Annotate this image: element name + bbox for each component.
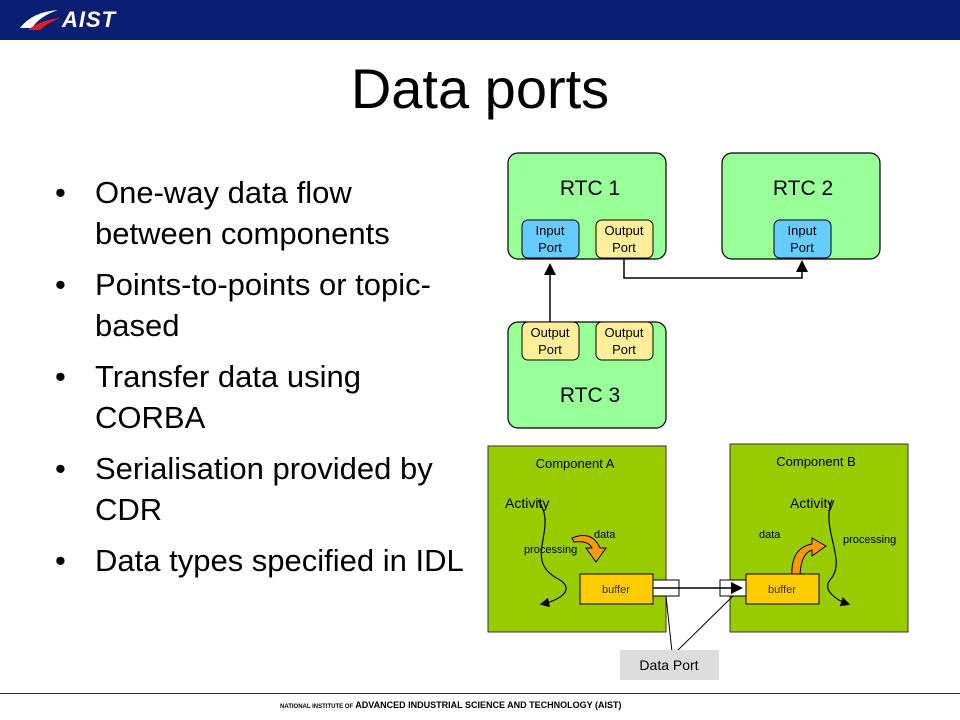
svg-text:Data Port: Data Port — [639, 657, 698, 673]
component-b-box: Component B Activity data processing buf… — [729, 443, 909, 633]
buffer-b: buffer — [745, 573, 820, 605]
rtc1-box: RTC 1 Input Port Output Port — [507, 152, 667, 260]
activity-curve-b — [827, 499, 851, 607]
data-arrow-a-icon — [571, 535, 607, 563]
svg-text:Output: Output — [604, 223, 643, 238]
header-bar: AIST — [0, 0, 960, 40]
aist-logo-icon — [20, 10, 60, 30]
rtc3-label: RTC 3 — [560, 384, 620, 407]
data-port-connection — [652, 579, 747, 653]
svg-text:buffer: buffer — [602, 584, 630, 596]
bullet-item: Transfer data using CORBA — [55, 356, 475, 438]
rtc3-output-port-1: Output Port — [521, 321, 580, 361]
footer-text: NATIONAL INSTITUTE OF ADVANCED INDUSTRIA… — [280, 700, 621, 710]
data-port-label: Data Port — [620, 650, 719, 680]
svg-text:Port: Port — [538, 240, 562, 255]
footer-divider — [0, 693, 960, 694]
rtc1-input-port: Input Port — [521, 219, 580, 259]
rtc1-to-rtc2-arrow — [623, 259, 808, 279]
svg-text:Output: Output — [530, 325, 569, 340]
rtc3-output-port-2: Output Port — [595, 321, 654, 361]
rtc1-output-port: Output Port — [595, 219, 654, 259]
svg-text:Activity: Activity — [790, 495, 834, 511]
activity-curve-a — [537, 499, 567, 608]
bullet-item: Data types specified in IDL — [55, 540, 475, 581]
svg-text:buffer: buffer — [768, 584, 796, 596]
slide-title: Data ports — [350, 57, 610, 120]
svg-text:Activity: Activity — [505, 495, 549, 511]
svg-text:data: data — [759, 529, 781, 541]
rtc3-box: RTC 3 Output Port Output Port — [507, 321, 667, 429]
svg-text:processing: processing — [524, 544, 577, 556]
svg-text:data: data — [594, 529, 616, 541]
svg-text:Port: Port — [538, 342, 562, 357]
svg-text:Input: Input — [536, 223, 565, 238]
svg-text:Port: Port — [612, 240, 636, 255]
bullet-item: Points-to-points or topic-based — [55, 264, 475, 346]
svg-text:Output: Output — [604, 325, 643, 340]
rtc2-box: RTC 2 Input Port — [721, 152, 881, 260]
svg-text:Input: Input — [788, 223, 817, 238]
bullet-item: One-way data flow between components — [55, 172, 475, 254]
buffer-a: buffer — [579, 573, 654, 605]
svg-text:Component B: Component B — [776, 454, 856, 469]
logo-text: AIST — [62, 7, 117, 32]
rtc1-label: RTC 1 — [560, 177, 620, 200]
bullet-item: Serialisation provided by CDR — [55, 448, 475, 530]
data-arrow-b-icon — [791, 537, 827, 579]
footer-prefix: NATIONAL INSTITUTE OF — [280, 704, 354, 710]
rtc2-label: RTC 2 — [773, 177, 833, 200]
component-a-box: Component A Activity data processing buf… — [487, 445, 667, 633]
bullet-list: One-way data flow between components Poi… — [55, 172, 475, 591]
svg-text:processing: processing — [843, 534, 896, 546]
rtc2-input-port: Input Port — [773, 219, 832, 259]
svg-text:Port: Port — [612, 342, 636, 357]
svg-text:Component A: Component A — [536, 456, 615, 471]
footer-name: ADVANCED INDUSTRIAL SCIENCE AND TECHNOLO… — [355, 700, 622, 710]
svg-text:Port: Port — [790, 240, 814, 255]
